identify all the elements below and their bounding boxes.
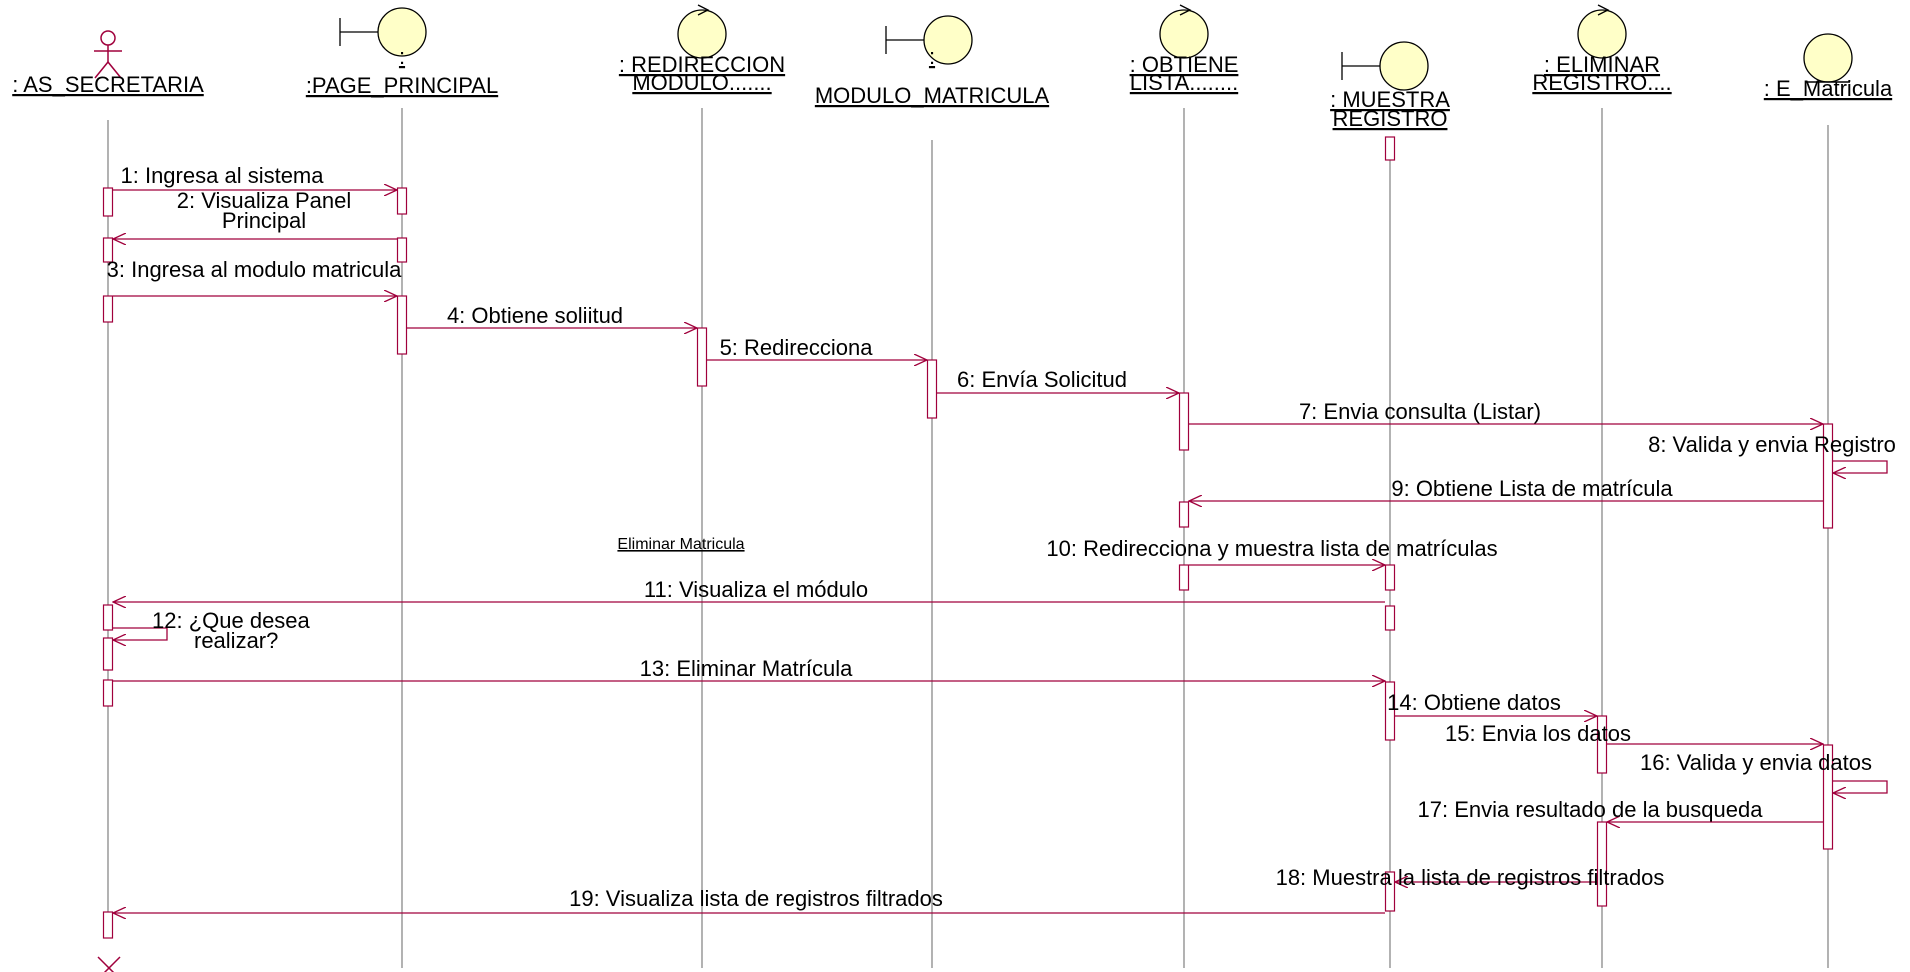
activation-bar [102, 679, 114, 707]
message-15: 15: Envia los datos [1445, 721, 1823, 746]
boundary-icon [339, 7, 427, 57]
message-16: 16: Valida y envia datos [1640, 750, 1888, 793]
control-icon [1577, 4, 1627, 59]
message-5: 5: Redirecciona [707, 335, 927, 360]
entity-icon [1803, 33, 1853, 83]
message-label: realizar? [194, 628, 278, 653]
lifeline-name: : OBTIENE [1130, 52, 1239, 77]
message-label: 7: Envia consulta (Listar) [1299, 399, 1541, 424]
control-icon [677, 4, 727, 59]
message-label: 6: Envía Solicitud [957, 367, 1127, 392]
message-label: 9: Obtiene Lista de matrícula [1391, 476, 1673, 501]
message-3: 3: Ingresa al modulo matricula [107, 257, 402, 296]
message-1: 1: Ingresa al sistema [113, 163, 397, 190]
lifeline-name: REGISTRO.... [1532, 70, 1671, 95]
message-label: 3: Ingresa al modulo matricula [107, 257, 402, 282]
boundary-icon [1341, 41, 1429, 91]
message-arrow [1833, 780, 1888, 793]
destroy-icon [97, 956, 121, 972]
message-label: 15: Envia los datos [1445, 721, 1631, 746]
message-label: 16: Valida y envia datos [1640, 750, 1872, 775]
activation-bar [1178, 564, 1190, 591]
lifeline-name: : E_Matricula [1764, 76, 1893, 101]
activation-bar [102, 237, 114, 263]
activation-bar [1384, 681, 1396, 741]
message-9: 9: Obtiene Lista de matrícula [1189, 476, 1823, 501]
message-label: 19: Visualiza lista de registros filtrad… [569, 886, 943, 911]
lifeline-name: : MUESTRA [1330, 87, 1450, 112]
lifeline-name: : ELIMINAR [1544, 52, 1660, 77]
message-11: 11: Visualiza el módulo [113, 577, 1385, 602]
message-8: 8: Valida y envia Registro [1648, 432, 1896, 473]
message-label: 2: Visualiza Panel [177, 188, 352, 213]
message-label: 11: Visualiza el módulo [644, 577, 868, 602]
lifeline-name: :PAGE_PRINCIPAL [306, 73, 498, 98]
activation-bar [1384, 605, 1396, 631]
message-label: 10: Redirecciona y muestra lista de matr… [1046, 536, 1497, 561]
activation-bar [102, 911, 114, 939]
lifeline-name: REGISTRO [1333, 106, 1448, 131]
actor-icon [94, 30, 122, 79]
control-icon [1159, 4, 1209, 59]
message-17: 17: Envia resultado de la busqueda [1418, 797, 1823, 822]
lifeline-name: MODULO_MATRICULA [815, 83, 1050, 108]
lifeline-name: MODULO....... [632, 70, 771, 95]
activation-bar [396, 187, 408, 215]
message-6: 6: Envía Solicitud [937, 367, 1179, 393]
message-label: 8: Valida y envia Registro [1648, 432, 1896, 457]
message-label: Principal [222, 208, 306, 233]
activation-bar [1384, 564, 1396, 591]
activation-bar [102, 604, 114, 631]
lifeline-name: : [929, 44, 935, 69]
message-label: 17: Envia resultado de la busqueda [1418, 797, 1764, 822]
activation-bar [1596, 715, 1608, 774]
activation-bar [396, 295, 408, 355]
lifeline-name: : AS_SECRETARIA [12, 72, 204, 97]
message-label: 14: Obtiene datos [1387, 690, 1561, 715]
activation-bar [102, 187, 114, 217]
message-18: 18: Muestra la lista de registros filtra… [1276, 865, 1665, 890]
message-label: 4: Obtiene soliitud [447, 303, 623, 328]
message-19: 19: Visualiza lista de registros filtrad… [113, 886, 1385, 913]
activation-bar [102, 295, 114, 323]
note-eliminar-matricula: Eliminar Matricula [617, 536, 744, 553]
activation-bar [102, 637, 114, 671]
message-label: 13: Eliminar Matrícula [640, 656, 854, 681]
lifeline-name: : [399, 44, 405, 69]
lifeline-name: LISTA........ [1130, 70, 1238, 95]
activation-bar [1178, 501, 1190, 528]
activation-bar [926, 359, 938, 419]
activation-bar [396, 237, 408, 263]
lifeline-name: : REDIRECCION [619, 52, 785, 77]
activation-bar [1384, 871, 1396, 912]
message-7: 7: Envia consulta (Listar) [1189, 399, 1823, 424]
message-10: 10: Redirecciona y muestra lista de matr… [1046, 536, 1498, 565]
boundary-icon [885, 15, 973, 65]
activation-bar [1596, 821, 1608, 907]
message-label: 18: Muestra la lista de registros filtra… [1276, 865, 1665, 890]
activation-bar [696, 327, 708, 387]
activation-bar [1178, 392, 1190, 451]
message-13: 13: Eliminar Matrícula [113, 656, 1385, 681]
message-label: 1: Ingresa al sistema [121, 163, 325, 188]
message-arrow [1833, 460, 1888, 473]
activation-bar [1384, 136, 1396, 161]
message-arrow [113, 627, 168, 640]
message-4: 4: Obtiene soliitud [407, 303, 697, 328]
message-label: 5: Redirecciona [720, 335, 874, 360]
message-label: 12: ¿Que desea [152, 608, 311, 633]
message-14: 14: Obtiene datos [1387, 690, 1597, 716]
